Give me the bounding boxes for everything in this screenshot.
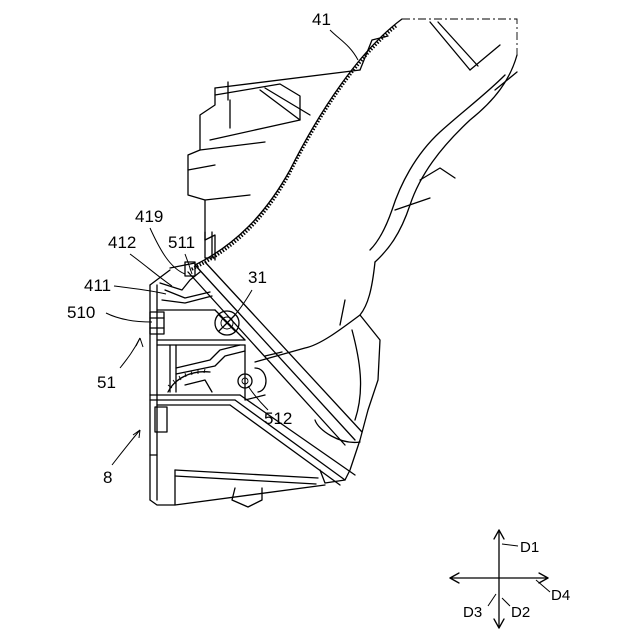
label-51: 51	[97, 338, 143, 392]
svg-text:51: 51	[97, 373, 116, 392]
direction-d3: D3	[463, 604, 482, 621]
svg-text:512: 512	[264, 409, 292, 428]
label-411: 411	[84, 276, 166, 295]
svg-text:411: 411	[84, 276, 111, 295]
lower-right-body	[320, 262, 380, 483]
chamber-51	[150, 232, 245, 500]
label-8: 8	[103, 430, 140, 487]
svg-text:510: 510	[67, 303, 95, 322]
housing-outer-wall	[195, 19, 402, 265]
label-41: 41	[312, 10, 358, 60]
cut-line	[402, 19, 517, 55]
svg-text:8: 8	[103, 468, 112, 487]
label-412: 412	[108, 233, 172, 286]
svg-text:41: 41	[312, 10, 331, 29]
cassette-8	[150, 395, 355, 507]
svg-text:419: 419	[135, 207, 163, 226]
svg-text:511: 511	[168, 233, 195, 252]
housing-right-shell	[375, 55, 517, 262]
direction-cross: D1 D4 D3 D2	[450, 530, 570, 628]
label-512: 512	[248, 386, 292, 428]
svg-text:412: 412	[108, 233, 136, 252]
mechanism-512	[168, 345, 282, 400]
chute-plate	[188, 262, 380, 483]
housing-right-shell-inner	[370, 75, 505, 250]
upper-housing	[188, 19, 517, 270]
direction-d1: D1	[520, 539, 539, 556]
cassette-foot	[232, 488, 262, 507]
svg-text:31: 31	[248, 268, 267, 287]
direction-d4: D4	[551, 587, 570, 604]
label-510: 510	[67, 303, 152, 322]
direction-d2: D2	[511, 604, 530, 621]
housing-left-frame	[188, 88, 215, 240]
